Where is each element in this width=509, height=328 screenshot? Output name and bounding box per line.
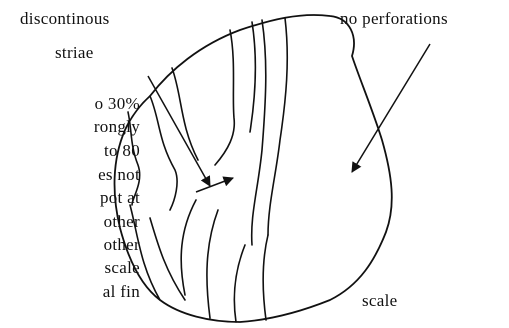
arrow-stria-gap: [196, 178, 233, 192]
stria-6: [252, 20, 266, 245]
pointer-arrows: [148, 44, 430, 192]
label-striae: striae: [55, 44, 94, 61]
label-no-perforations: no perforations: [340, 10, 448, 27]
arrow-no-perforations: [352, 44, 430, 172]
stria-1: [128, 112, 140, 205]
stria-3: [172, 68, 198, 160]
stria-4: [215, 30, 234, 165]
stria-2: [150, 96, 177, 210]
stria-7: [268, 18, 287, 235]
scale-outline: [115, 15, 392, 322]
stria-5: [250, 22, 255, 132]
stria-12: [234, 245, 245, 322]
stria-9: [150, 218, 185, 300]
striae-lines: [128, 18, 287, 322]
stria-11: [207, 210, 218, 318]
label-scale: scale: [362, 292, 397, 309]
stria-10: [181, 200, 196, 295]
label-discontinous: discontinous: [20, 10, 110, 27]
stria-13: [263, 235, 268, 320]
